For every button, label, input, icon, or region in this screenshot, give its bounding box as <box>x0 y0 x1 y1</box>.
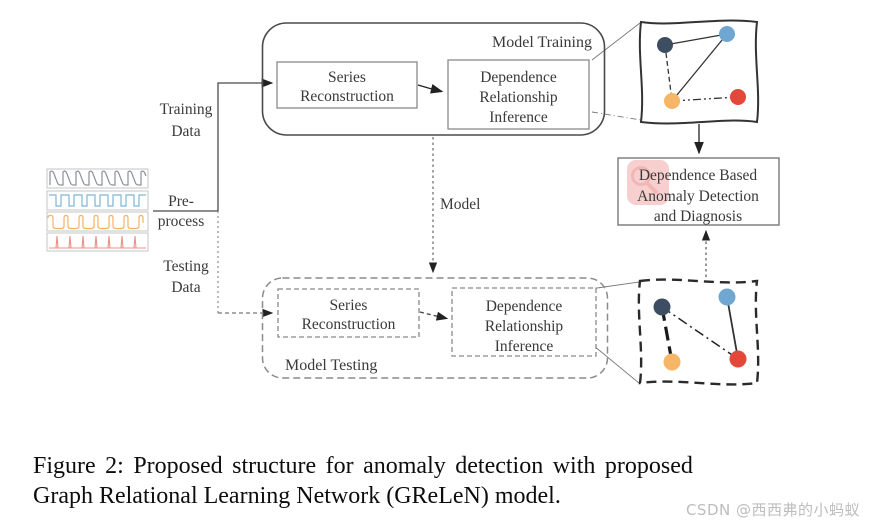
testing-inference-line3: Inference <box>495 338 554 355</box>
model-testing-container: Model Testing Series Reconstruction Depe… <box>261 277 609 379</box>
testing-series-line1: Series <box>330 297 368 314</box>
model-testing-label: Model Testing <box>285 357 377 374</box>
training-inference-line1: Dependence <box>480 69 557 86</box>
graph-node-red <box>730 89 746 105</box>
zoom-link-top-lower <box>591 111 642 121</box>
dependence-inference-box-training <box>447 59 590 130</box>
model-testing-border <box>261 277 609 379</box>
training-series-line2: Reconstruction <box>300 88 394 105</box>
edge-navy-blue <box>664 33 728 46</box>
input-timeseries <box>46 168 149 252</box>
magnifier-highlight-icon <box>627 160 669 205</box>
testing-data-label-line2: Data <box>171 279 200 296</box>
training-data-label-line1: Training <box>160 101 213 118</box>
training-graph-border <box>638 19 760 125</box>
waveform-orange <box>47 214 144 230</box>
edge-navy-orange-thick <box>660 306 674 363</box>
edge-blue-red <box>726 296 739 360</box>
zoom-link-bottom-upper <box>589 281 640 290</box>
arrow-training-data <box>153 78 274 212</box>
training-data-label-line2: Data <box>171 123 200 140</box>
graph-node-blue <box>719 26 735 42</box>
waveform-red <box>49 235 146 249</box>
model-label: Model <box>440 196 480 213</box>
testing-data-label-line1: Testing <box>163 258 209 275</box>
testing-series-line2: Reconstruction <box>302 316 396 333</box>
edge-navy-orange-dashed <box>664 44 673 102</box>
training-inference-line3: Inference <box>489 109 548 126</box>
testing-graph-panel <box>637 278 760 386</box>
model-training-container: Model Training Series Reconstruction Dep… <box>261 22 606 136</box>
series-reconstruction-box-training <box>276 61 418 109</box>
anomaly-box-line3: and Diagnosis <box>654 208 742 225</box>
waveform-blue <box>49 194 146 207</box>
arrow-series-to-inference-training <box>417 84 444 94</box>
figure-caption-line1: Figure 2: Proposed structure for anomaly… <box>33 453 693 479</box>
waveform-gray <box>49 170 147 186</box>
graph-node-blue <box>718 288 736 306</box>
training-series-line1: Series <box>328 69 366 86</box>
training-graph-panel <box>638 19 760 125</box>
testing-inference-line2: Relationship <box>485 318 564 335</box>
edge-blue-orange <box>671 33 728 102</box>
figure-caption: Figure 2: Proposed structure for anomaly… <box>33 451 839 511</box>
testing-inference-line1: Dependence <box>486 298 563 315</box>
anomaly-detection-box: Dependence Based Anomaly Detection and D… <box>617 157 780 226</box>
zoom-link-top-upper <box>591 22 641 61</box>
preprocess-label-line2: process <box>158 213 205 230</box>
anomaly-box-line1: Dependence Based <box>639 167 758 184</box>
model-training-border <box>261 22 606 136</box>
anomaly-box-line2: Anomaly Detection <box>637 188 759 205</box>
csdn-watermark: CSDN @西西弗的小蚂蚁 <box>685 501 860 519</box>
edge-navy-red-dashdot <box>661 306 739 360</box>
figure-caption-line2: Graph Relational Learning Network (GReLe… <box>33 483 561 509</box>
graph-node-navy <box>657 37 673 53</box>
graph-node-orange <box>663 353 681 371</box>
architecture-diagram: Training Data Pre- process Testing Data … <box>46 19 780 386</box>
model-training-label: Model Training <box>492 34 592 51</box>
waveform-strip-blue <box>46 190 149 211</box>
graph-node-navy <box>653 298 671 316</box>
series-reconstruction-box-testing <box>277 288 420 338</box>
training-inference-line2: Relationship <box>479 89 558 106</box>
arrow-series-to-inference-testing <box>419 311 449 321</box>
edge-orange-red-dashdot <box>671 96 739 102</box>
dependence-inference-box-testing <box>451 287 597 357</box>
graph-node-red <box>729 350 747 368</box>
preprocess-label-line1: Pre- <box>168 193 194 210</box>
graph-node-orange <box>664 93 680 109</box>
